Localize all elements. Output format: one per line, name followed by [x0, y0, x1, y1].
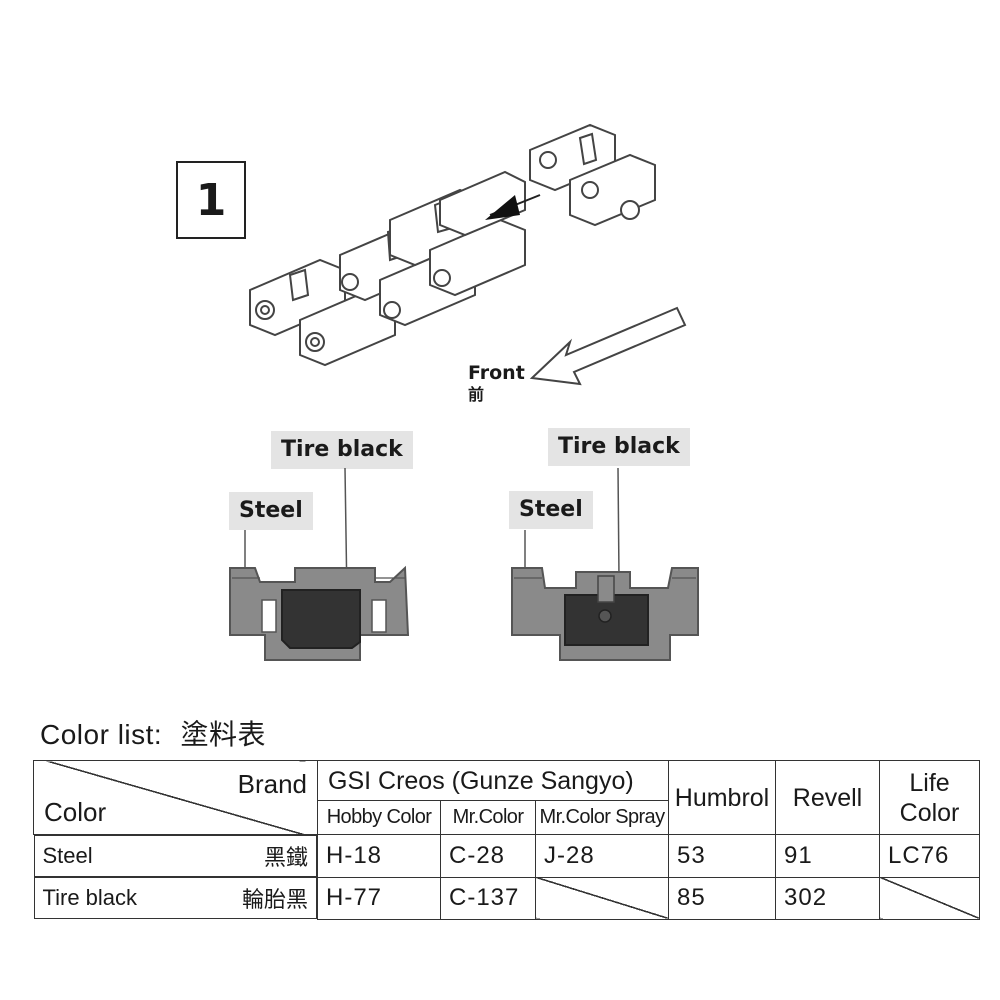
front-arrow-icon — [529, 306, 687, 386]
mr-color-value: C-137 — [440, 876, 536, 920]
track-assembly-illustration — [249, 123, 687, 386]
step-number: 1 — [176, 161, 246, 239]
color-list-title-en: Color list: — [40, 719, 163, 750]
mr-color-spray-empty — [534, 876, 670, 920]
brand-color-header-cell: Brand Color — [33, 760, 318, 835]
life-color-value: LC76 — [879, 834, 981, 878]
color-name-zh: 輪胎黑 — [241, 887, 308, 912]
table-subheader-row: Hobby Color Mr.Color Mr.Color Spray — [34, 800, 980, 835]
tire-black-label-1: Tire black — [271, 431, 413, 469]
color-name-zh: 黑鐵 — [263, 845, 308, 870]
mr-color-value: C-28 — [440, 834, 536, 878]
color-list-title: Color list: 塗料表 — [40, 713, 266, 753]
humbrol-value: 85 — [668, 876, 777, 920]
steel-label-2: Steel — [509, 491, 593, 529]
row-color-name: Tire black 輪胎黑 — [33, 877, 317, 919]
track-link-front-view — [229, 565, 410, 661]
color-name: Steel — [42, 843, 93, 868]
track-link — [439, 170, 526, 237]
mr-color-spray-value: J-28 — [534, 834, 670, 878]
table-row: Tire black 輪胎黑 H-77 C-137 85 302 — [33, 876, 981, 920]
front-label: Front 前 — [468, 362, 525, 406]
color-list-title-zh: 塗料表 — [180, 719, 266, 750]
mr-color-spray-header: Mr.Color Spray — [534, 800, 670, 835]
life-color-empty — [879, 876, 981, 920]
table-row: Steel 黑鐵 H-18 C-28 J-28 53 91 LC76 — [33, 834, 981, 878]
insert-arrow-icon — [485, 194, 541, 220]
front-label-en: Front — [468, 362, 525, 384]
track-link-rear-view — [511, 567, 699, 661]
front-label-zh: 前 — [468, 385, 485, 404]
hobby-color-header: Hobby Color — [317, 800, 441, 835]
mr-color-header: Mr.Color — [440, 800, 536, 835]
color-table: Brand Color GSI Creos (Gunze Sangyo) Hum… — [33, 760, 981, 920]
steel-label-1: Steel — [229, 492, 313, 530]
hobby-color-value: H-77 — [317, 876, 441, 920]
hobby-color-value: H-18 — [317, 834, 441, 878]
painting-guide-diagrams — [229, 467, 699, 661]
color-name: Tire black — [42, 885, 138, 910]
tire-black-label-2: Tire black — [548, 428, 690, 466]
revell-value: 91 — [775, 834, 881, 878]
humbrol-header: Humbrol — [668, 760, 777, 835]
gsi-creos-header: GSI Creos (Gunze Sangyo) — [316, 760, 670, 801]
revell-header: Revell — [775, 760, 881, 835]
row-color-name: Steel 黑鐵 — [33, 835, 317, 877]
revell-value: 302 — [775, 876, 881, 920]
brand-header: Brand — [237, 769, 307, 799]
life-color-header: Life Color — [879, 760, 981, 835]
humbrol-value: 53 — [668, 834, 777, 878]
color-header: Color — [44, 797, 107, 827]
track-link-detached — [529, 123, 656, 227]
table-header-row: Brand Color GSI Creos (Gunze Sangyo) Hum… — [33, 760, 981, 835]
track-link — [249, 258, 346, 337]
